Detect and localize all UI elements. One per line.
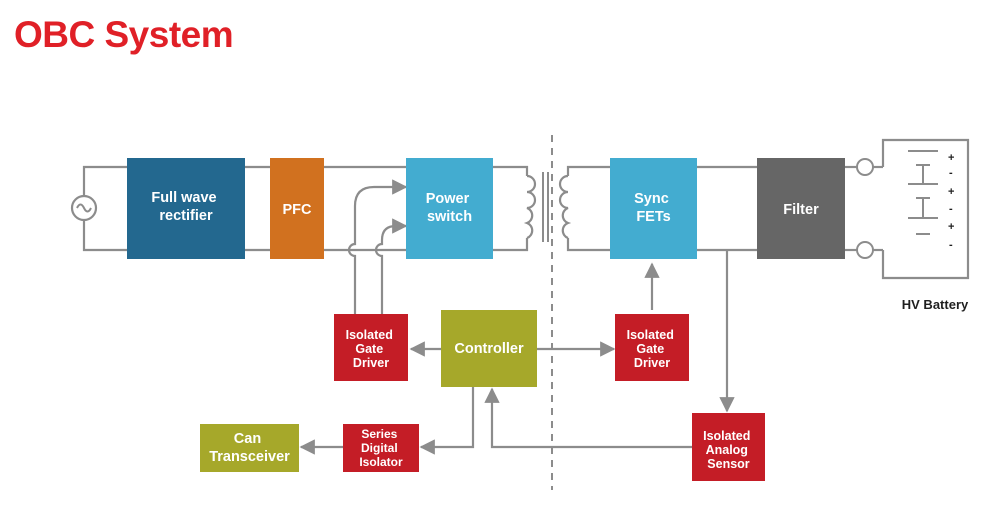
block-label: Series Digital Isolator [359, 427, 403, 469]
page-title: OBC System [14, 14, 234, 55]
block-isolated-gate-driver-right: Isolated Gate Driver [615, 314, 689, 381]
block-label: Full wave rectifier [151, 190, 220, 224]
battery-sign: + [948, 186, 954, 198]
block-label: Isolated Gate Driver [346, 328, 397, 370]
ac-source-icon [70, 194, 98, 222]
control-wires [299, 179, 735, 455]
battery-sign: - [949, 239, 953, 251]
block-label: Controller [454, 341, 524, 357]
output-terminal-negative [856, 241, 874, 259]
block-pfc: PFC [270, 158, 324, 259]
battery-label: HV Battery [902, 297, 969, 312]
block-label: Isolated Analog Sensor [703, 429, 754, 471]
block-power-switch: Power switch [406, 158, 493, 259]
block-label: Sync FETs [634, 191, 673, 225]
block-label: PFC [283, 202, 313, 218]
block-label: Power switch [426, 191, 474, 225]
block-sync-fets: Sync FETs [610, 158, 697, 259]
battery-sign: - [949, 167, 953, 179]
block-label: Can Transceiver [209, 431, 290, 465]
block-controller: Controller [441, 310, 537, 387]
block-can-transceiver: Can Transceiver [200, 424, 299, 472]
block-series-digital-isolator: Series Digital Isolator [343, 424, 419, 472]
battery-icon: + - + - + - [908, 150, 954, 251]
output-terminal-positive [856, 158, 874, 176]
block-isolated-gate-driver-left: Isolated Gate Driver [334, 314, 408, 381]
block-label: Filter [783, 202, 819, 218]
battery-sign: + [948, 152, 954, 164]
power-wires [82, 138, 970, 280]
transformer-icon [523, 172, 572, 242]
block-isolated-analog-sensor: Isolated Analog Sensor [692, 413, 765, 481]
block-full-wave-rectifier: Full wave rectifier [127, 158, 245, 259]
battery-sign: - [949, 203, 953, 215]
block-filter: Filter [757, 158, 845, 259]
battery-sign: + [948, 221, 954, 233]
block-label: Isolated Gate Driver [627, 328, 678, 370]
